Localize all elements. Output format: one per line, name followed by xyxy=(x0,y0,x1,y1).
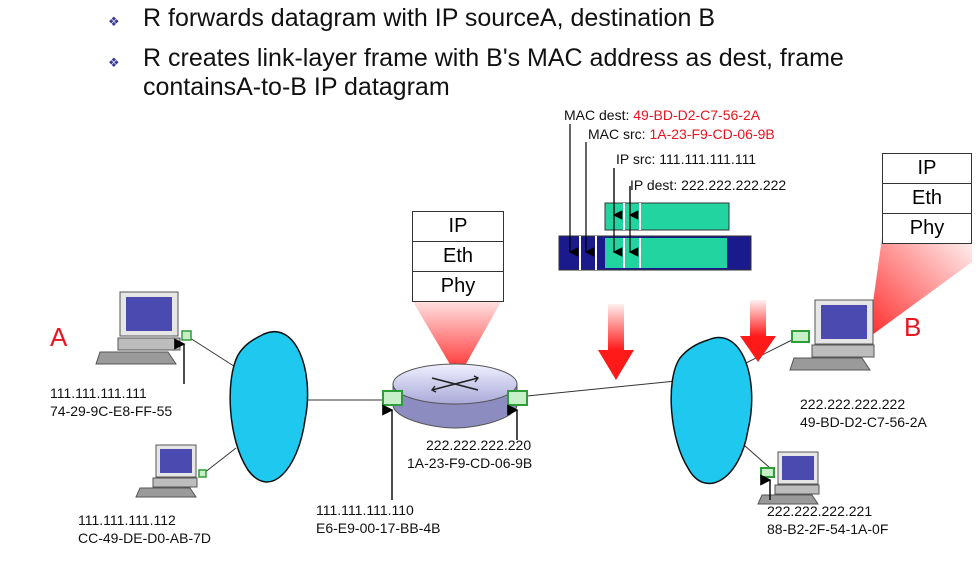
host-c-ip: 111.111.111.112 xyxy=(78,512,176,528)
ip-dest-label: IP dest: 222.222.222.222 xyxy=(630,177,787,193)
host-c-adapter xyxy=(198,469,207,478)
host-b-ip: 222.222.222.222 xyxy=(800,396,906,412)
router-stack-phy: Phy xyxy=(440,275,476,297)
red-down-arrow-left xyxy=(598,304,634,380)
host-b-stack-phy: Phy xyxy=(909,217,945,239)
host-b-protocol-stack: IP Eth Phy xyxy=(882,153,972,244)
router-stack-beam xyxy=(412,300,502,378)
router-right-adapter xyxy=(507,390,528,406)
router-stack-eth: Eth xyxy=(413,242,503,272)
host-a-name: A xyxy=(50,322,68,352)
host-a-mac: 74-29-9C-E8-FF-55 xyxy=(50,403,173,419)
subnet-left-cloud xyxy=(229,331,309,483)
router-left-mac: E6-E9-00-17-BB-4B xyxy=(316,520,441,536)
host-c-mac: CC-49-DE-D0-AB-7D xyxy=(78,530,212,546)
link-c xyxy=(203,447,237,474)
host-b-mac: 49-BD-D2-C7-56-2A xyxy=(800,414,927,430)
host-c-computer-icon xyxy=(135,444,198,498)
host-b-stack-eth: Eth xyxy=(883,184,971,214)
subnet-right-cloud xyxy=(670,336,753,485)
host-d-ip: 222.222.222.221 xyxy=(767,503,873,519)
router-right-mac: 1A-23-F9-CD-06-9B xyxy=(407,455,533,471)
router-left-ip: 111.111.111.110 xyxy=(316,502,414,518)
bullet-line-2a: R creates link-layer frame with B's MAC … xyxy=(143,44,844,72)
link-b xyxy=(743,337,797,365)
router-protocol-stack: IP Eth Phy xyxy=(412,211,504,302)
host-d-mac: 88-B2-2F-54-1A-0F xyxy=(767,521,889,537)
link-a xyxy=(189,337,241,371)
host-b-computer-icon xyxy=(789,299,875,371)
red-down-arrow-right xyxy=(740,300,776,362)
host-a-computer-icon xyxy=(95,291,181,365)
router-icon xyxy=(392,363,518,429)
router-stack-ip: IP xyxy=(413,212,503,242)
host-a-adapter xyxy=(181,330,192,341)
mac-dest-label: MAC dest: 49-BD-D2-C7-56-2A xyxy=(564,107,761,123)
bullet-line-1: R forwards datagram with IP sourceA, des… xyxy=(143,4,716,32)
datagram-green-bar xyxy=(604,202,730,231)
frame-diagram xyxy=(558,124,752,271)
link-router-right xyxy=(526,380,677,397)
host-b-stack-beam xyxy=(868,238,972,338)
host-d-adapter xyxy=(760,467,775,478)
router-right-ip: 222.222.222.220 xyxy=(426,437,532,453)
bullet-icon-2: ❖ xyxy=(108,55,120,70)
host-b-stack-ip: IP xyxy=(883,154,971,184)
router-left-adapter xyxy=(382,390,403,406)
bullet-icon-1: ❖ xyxy=(108,14,120,29)
host-d-computer-icon xyxy=(757,451,820,505)
mac-src-label: MAC src: 1A-23-F9-CD-06-9B xyxy=(588,126,775,142)
host-b-adapter xyxy=(791,330,810,343)
bullet-line-2b: containsA-to-B IP datagram xyxy=(143,73,450,101)
host-a-ip: 111.111.111.111 xyxy=(50,385,147,401)
host-b-name: B xyxy=(904,312,922,342)
ip-src-label: IP src: 111.111.111.111 xyxy=(616,151,757,167)
